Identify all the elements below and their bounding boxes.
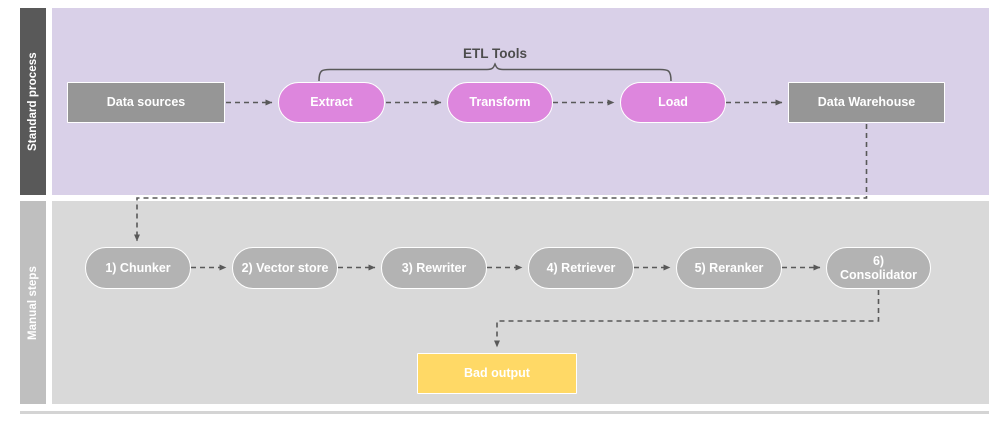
node-data-sources[interactable]: Data sources <box>67 82 225 123</box>
node-bad-output[interactable]: Bad output <box>417 353 577 394</box>
node-retriever[interactable]: 4) Retriever <box>528 247 634 289</box>
bottom-divider <box>20 411 989 414</box>
node-reranker[interactable]: 5) Reranker <box>676 247 782 289</box>
node-extract[interactable]: Extract <box>278 82 385 123</box>
node-chunker[interactable]: 1) Chunker <box>85 247 191 289</box>
node-data-warehouse[interactable]: Data Warehouse <box>788 82 945 123</box>
lane-label-standard-process: Standard process <box>20 8 46 195</box>
etl-tools-label: ETL Tools <box>463 46 527 61</box>
node-transform[interactable]: Transform <box>447 82 553 123</box>
node-load[interactable]: Load <box>620 82 726 123</box>
node-rewriter[interactable]: 3) Rewriter <box>381 247 487 289</box>
node-consolidator[interactable]: 6) Consolidator <box>826 247 931 289</box>
lane-label-manual-steps: Manual steps <box>20 201 46 404</box>
node-vector-store[interactable]: 2) Vector store <box>232 247 338 289</box>
